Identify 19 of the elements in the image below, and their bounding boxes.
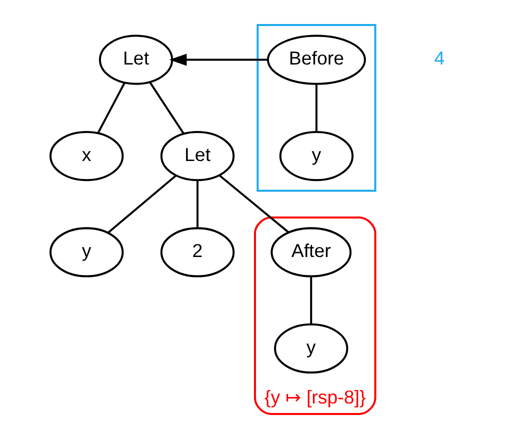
node-ellipse: y bbox=[50, 226, 124, 277]
node-ellipse: x bbox=[50, 130, 124, 181]
node-ellipse: Before bbox=[266, 34, 366, 84]
connector bbox=[310, 276, 312, 324]
cluster bbox=[256, 24, 376, 192]
arrow bbox=[169, 53, 268, 66]
connector bbox=[97, 82, 126, 134]
connector bbox=[107, 174, 176, 234]
node-ellipse: After bbox=[270, 226, 352, 277]
node-ellipse: y bbox=[279, 130, 354, 181]
connector bbox=[315, 84, 318, 132]
connector bbox=[218, 174, 290, 233]
node-ellipse: 2 bbox=[160, 226, 235, 277]
node-ellipse: Let bbox=[160, 130, 235, 181]
label: 4 bbox=[434, 47, 445, 68]
connector bbox=[149, 81, 184, 134]
connector bbox=[196, 180, 199, 228]
node-ellipse: Let bbox=[98, 34, 174, 84]
node-ellipse: y bbox=[274, 322, 348, 374]
